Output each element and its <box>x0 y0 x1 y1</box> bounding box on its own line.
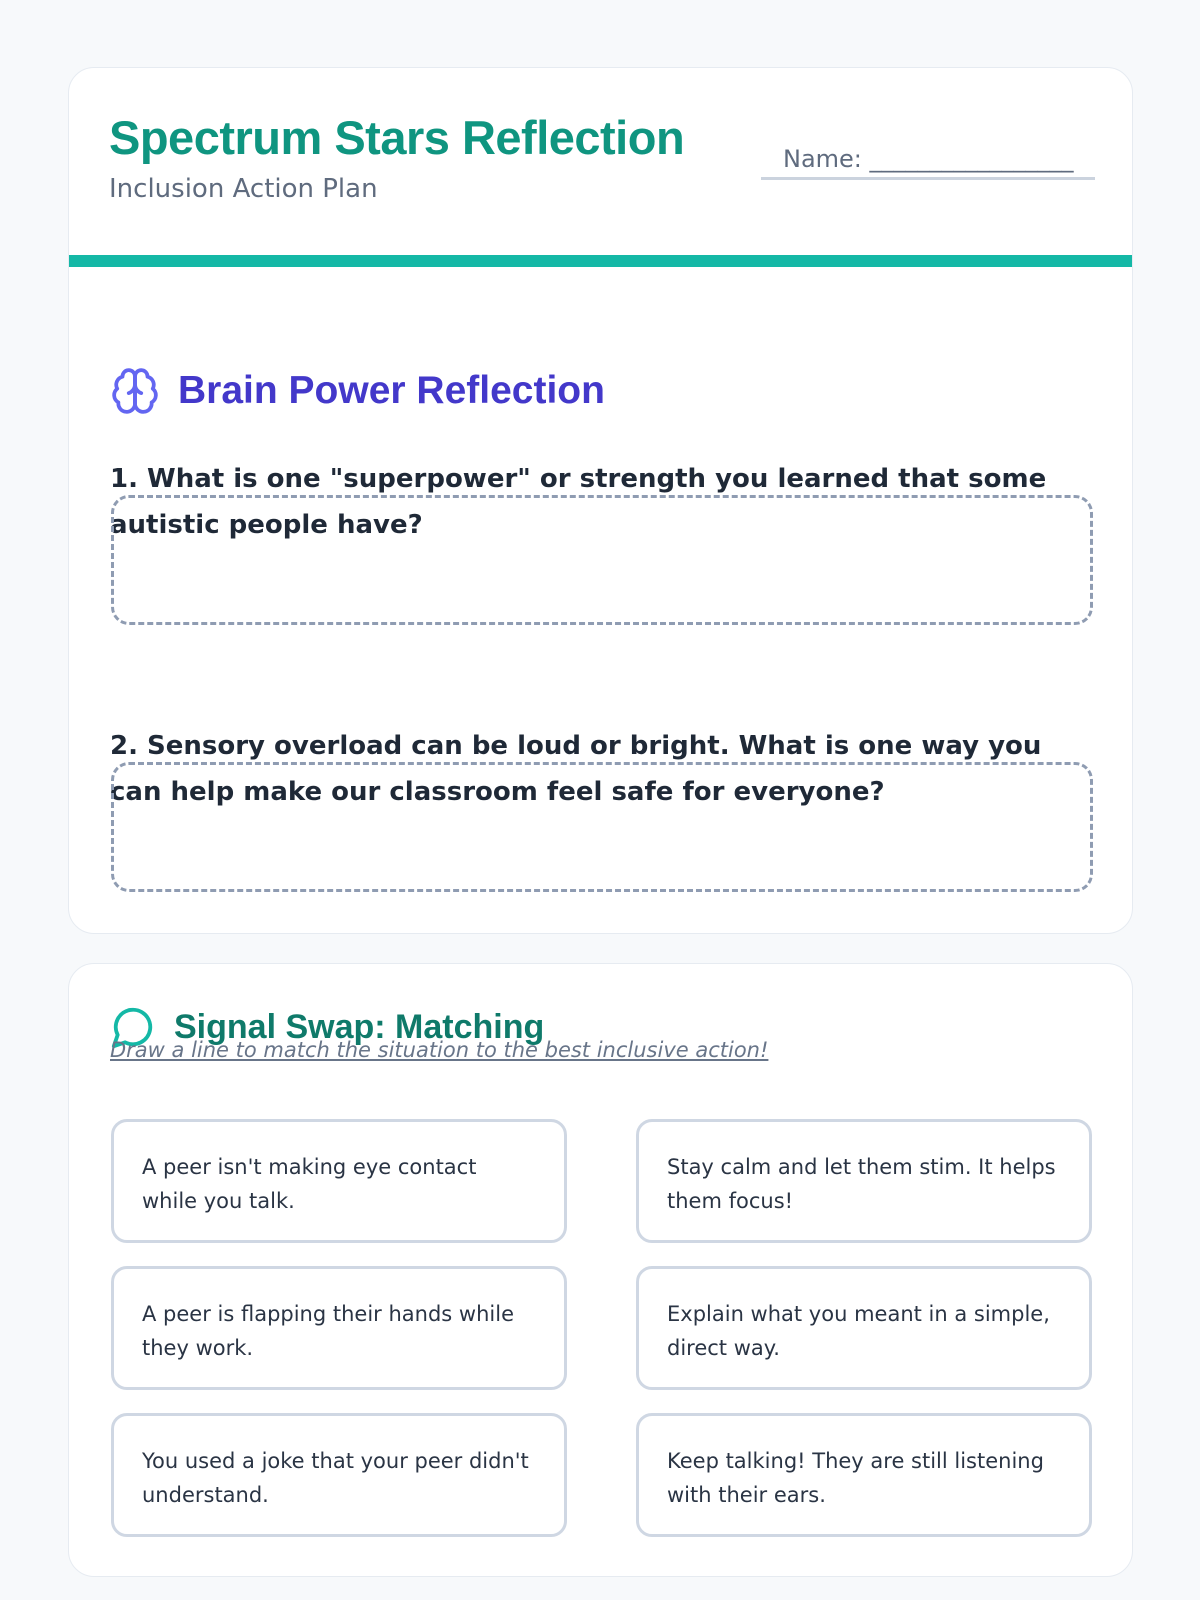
matching-heading: Signal Swap: Matching <box>110 1004 544 1050</box>
matching-card: Signal Swap: Matching Draw a line to mat… <box>68 963 1133 1577</box>
action-card[interactable]: Keep talking! They are still listening w… <box>636 1413 1092 1537</box>
answer-box-1[interactable] <box>111 495 1093 625</box>
speech-bubble-icon <box>111 1007 153 1049</box>
instructions: Draw a line to match the situation to th… <box>110 1038 769 1062</box>
page-title: Spectrum Stars Reflection <box>109 111 685 164</box>
action-card[interactable]: Explain what you meant in a simple, dire… <box>636 1266 1092 1390</box>
reflection-heading: Brain Power Reflection <box>110 366 605 416</box>
brain-icon <box>112 368 158 414</box>
question-1: 1. What is one "superpower" or strength … <box>110 464 1047 540</box>
header-divider <box>69 255 1132 267</box>
worksheet-header: Spectrum Stars Reflection Inclusion Acti… <box>69 68 1132 255</box>
question-2: 2. Sensory overload can be loud or brigh… <box>110 731 1042 807</box>
section-title: Brain Power Reflection <box>178 369 605 412</box>
reflection-card: Spectrum Stars Reflection Inclusion Acti… <box>68 67 1133 934</box>
situation-card[interactable]: You used a joke that your peer didn't un… <box>111 1413 567 1537</box>
situation-card[interactable]: A peer is flapping their hands while the… <box>111 1266 567 1390</box>
answer-box-2[interactable] <box>111 762 1093 892</box>
name-field[interactable]: Name: _________________ <box>761 145 1095 180</box>
situation-card[interactable]: A peer isn't making eye contact while yo… <box>111 1119 567 1243</box>
page-subtitle: Inclusion Action Plan <box>109 174 378 204</box>
section-title: Signal Swap: Matching <box>174 1007 545 1046</box>
action-card[interactable]: Stay calm and let them stim. It helps th… <box>636 1119 1092 1243</box>
